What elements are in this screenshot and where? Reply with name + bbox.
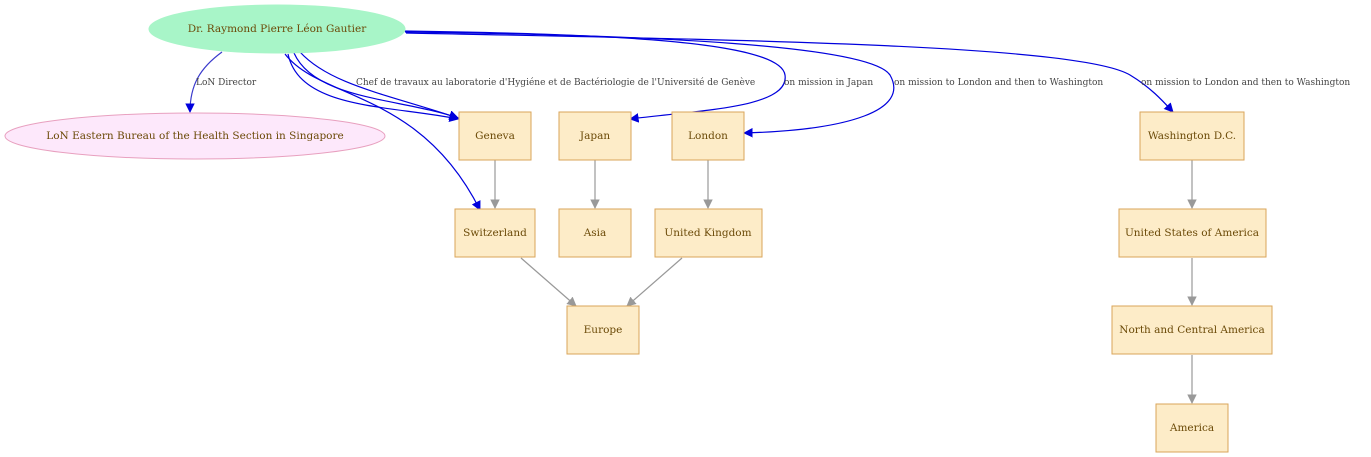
node-asia-label: Asia (583, 227, 607, 239)
node-uk[interactable]: United Kingdom (654, 208, 763, 258)
node-org-label: LoN Eastern Bureau of the Health Section… (46, 130, 343, 142)
node-europe-label: Europe (584, 324, 623, 336)
node-japan-label: Japan (579, 130, 610, 142)
edge-label-director: LoN Director (196, 78, 257, 88)
node-switzerland[interactable]: Switzerland (454, 208, 536, 258)
node-usa[interactable]: United States of America (1118, 208, 1267, 258)
edge-switzerland-europe (520, 257, 577, 307)
edge-switzerland (284, 53, 481, 211)
node-america[interactable]: America (1155, 403, 1229, 453)
node-washington[interactable]: Washington D.C. (1139, 111, 1245, 161)
edge-label-washington: on mission to London and then to Washing… (1141, 78, 1350, 88)
node-washington-label: Washington D.C. (1148, 130, 1236, 142)
edge-label-geneva: Chef de travaux au laboratorie d'Hygiéne… (356, 77, 755, 88)
node-geneva[interactable]: Geneva (458, 111, 532, 161)
node-japan[interactable]: Japan (558, 111, 632, 161)
node-america-label: America (1169, 422, 1214, 434)
node-europe[interactable]: Europe (566, 305, 640, 355)
edge-label-japan: on mission in Japan (784, 78, 873, 88)
node-switzerland-label: Switzerland (463, 227, 527, 239)
node-org[interactable]: LoN Eastern Bureau of the Health Section… (4, 112, 386, 160)
edge-geneva-1 (299, 51, 459, 120)
node-person-label: Dr. Raymond Pierre Léon Gautier (188, 23, 367, 35)
node-uk-label: United Kingdom (664, 227, 751, 239)
edge-japan (402, 30, 786, 123)
edge-geneva-2 (293, 52, 459, 120)
edge-label-london: on mission to London and then to Washing… (894, 78, 1103, 88)
edge-geneva-3 (287, 53, 459, 122)
node-nca[interactable]: North and Central America (1111, 305, 1273, 355)
node-nca-label: North and Central America (1119, 324, 1264, 336)
node-london[interactable]: London (671, 111, 745, 161)
node-london-label: London (688, 130, 728, 142)
edge-london (404, 31, 895, 138)
edge-director (185, 51, 223, 113)
node-usa-label: United States of America (1125, 227, 1259, 239)
edge-washington (405, 32, 1174, 113)
node-asia[interactable]: Asia (558, 208, 632, 258)
node-geneva-label: Geneva (475, 130, 515, 142)
node-person[interactable]: Dr. Raymond Pierre Léon Gautier (148, 4, 406, 54)
edge-uk-europe (626, 257, 683, 307)
